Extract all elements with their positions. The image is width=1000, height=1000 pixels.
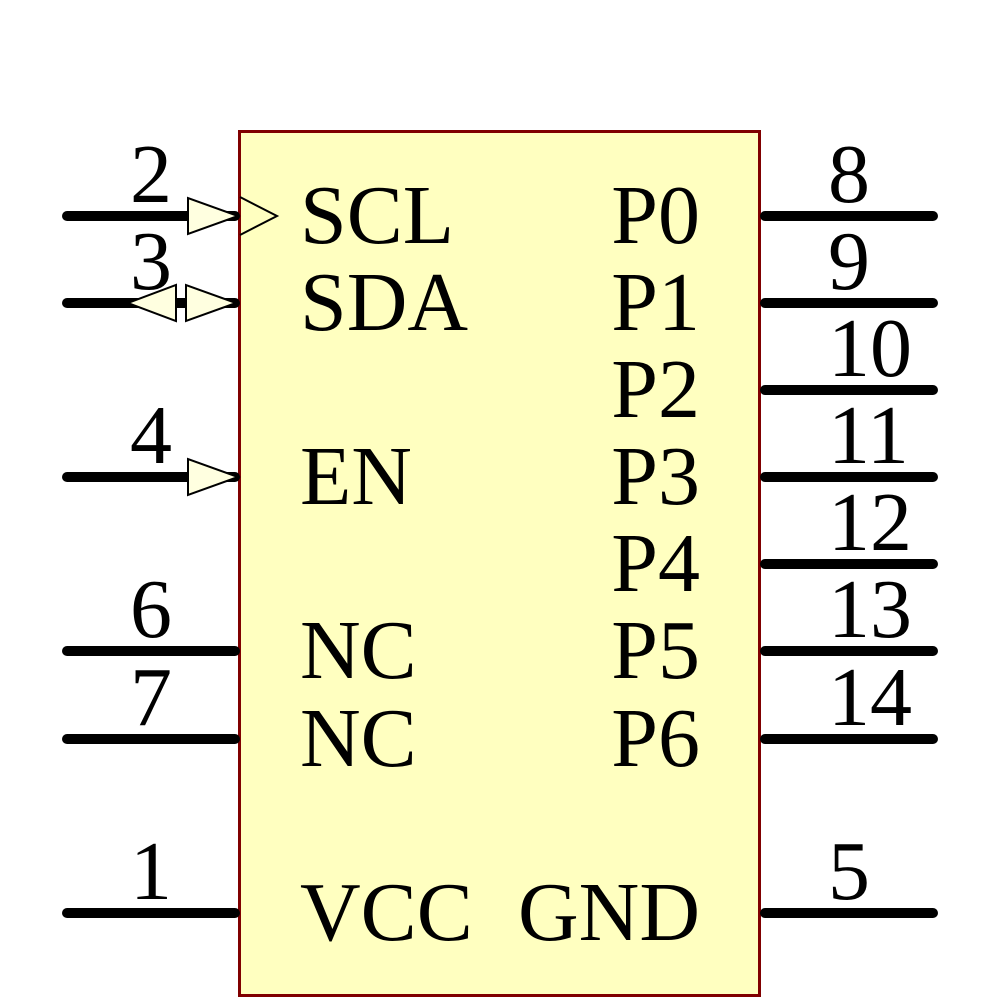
pin-label: P6: [611, 692, 700, 785]
pin-number: 11: [828, 389, 909, 482]
pin-wire: [62, 646, 240, 656]
pin-number: 9: [828, 215, 870, 308]
pin-number: 4: [130, 389, 172, 482]
bidirectional-arrow-icon: [125, 283, 239, 323]
pin-wire: [760, 646, 938, 656]
pin-wire: [62, 211, 240, 221]
pin-wire: [62, 472, 240, 482]
pin-label: VCC: [300, 866, 473, 959]
pin-wire: [62, 908, 240, 918]
input-arrow-icon: [187, 457, 241, 497]
pin-number: 1: [130, 825, 172, 918]
pin-number: 6: [130, 563, 172, 656]
pin-wire: [760, 908, 938, 918]
pin-wire: [760, 298, 938, 308]
pin-label: P0: [611, 169, 700, 262]
pin-number: 12: [828, 476, 912, 569]
pin-label: P4: [611, 517, 700, 610]
pin-number: 13: [828, 563, 912, 656]
pin-wire: [760, 385, 938, 395]
pin-number: 10: [828, 302, 912, 395]
pin-wire: [760, 211, 938, 221]
pin-label: P5: [611, 604, 700, 697]
pin-label: SDA: [300, 256, 469, 349]
pin-number: 5: [828, 825, 870, 918]
pin-number: 2: [130, 128, 172, 221]
clock-input-arrow-icon: [187, 196, 280, 236]
pin-label: SCL: [300, 169, 455, 262]
pin-number: 8: [828, 128, 870, 221]
pin-label: NC: [300, 604, 417, 697]
pin-label: GND: [518, 866, 700, 959]
pin-wire: [62, 734, 240, 744]
pin-wire: [760, 734, 938, 744]
pin-number: 14: [828, 651, 912, 744]
pin-wire: [760, 559, 938, 569]
ic-body: [238, 130, 761, 997]
pin-label: EN: [300, 430, 412, 523]
pin-label: NC: [300, 692, 417, 785]
pin-number: 7: [130, 651, 172, 744]
pin-label: P3: [611, 430, 700, 523]
pin-label: P1: [611, 256, 700, 349]
pin-label: P2: [611, 343, 700, 436]
pin-wire: [760, 472, 938, 482]
